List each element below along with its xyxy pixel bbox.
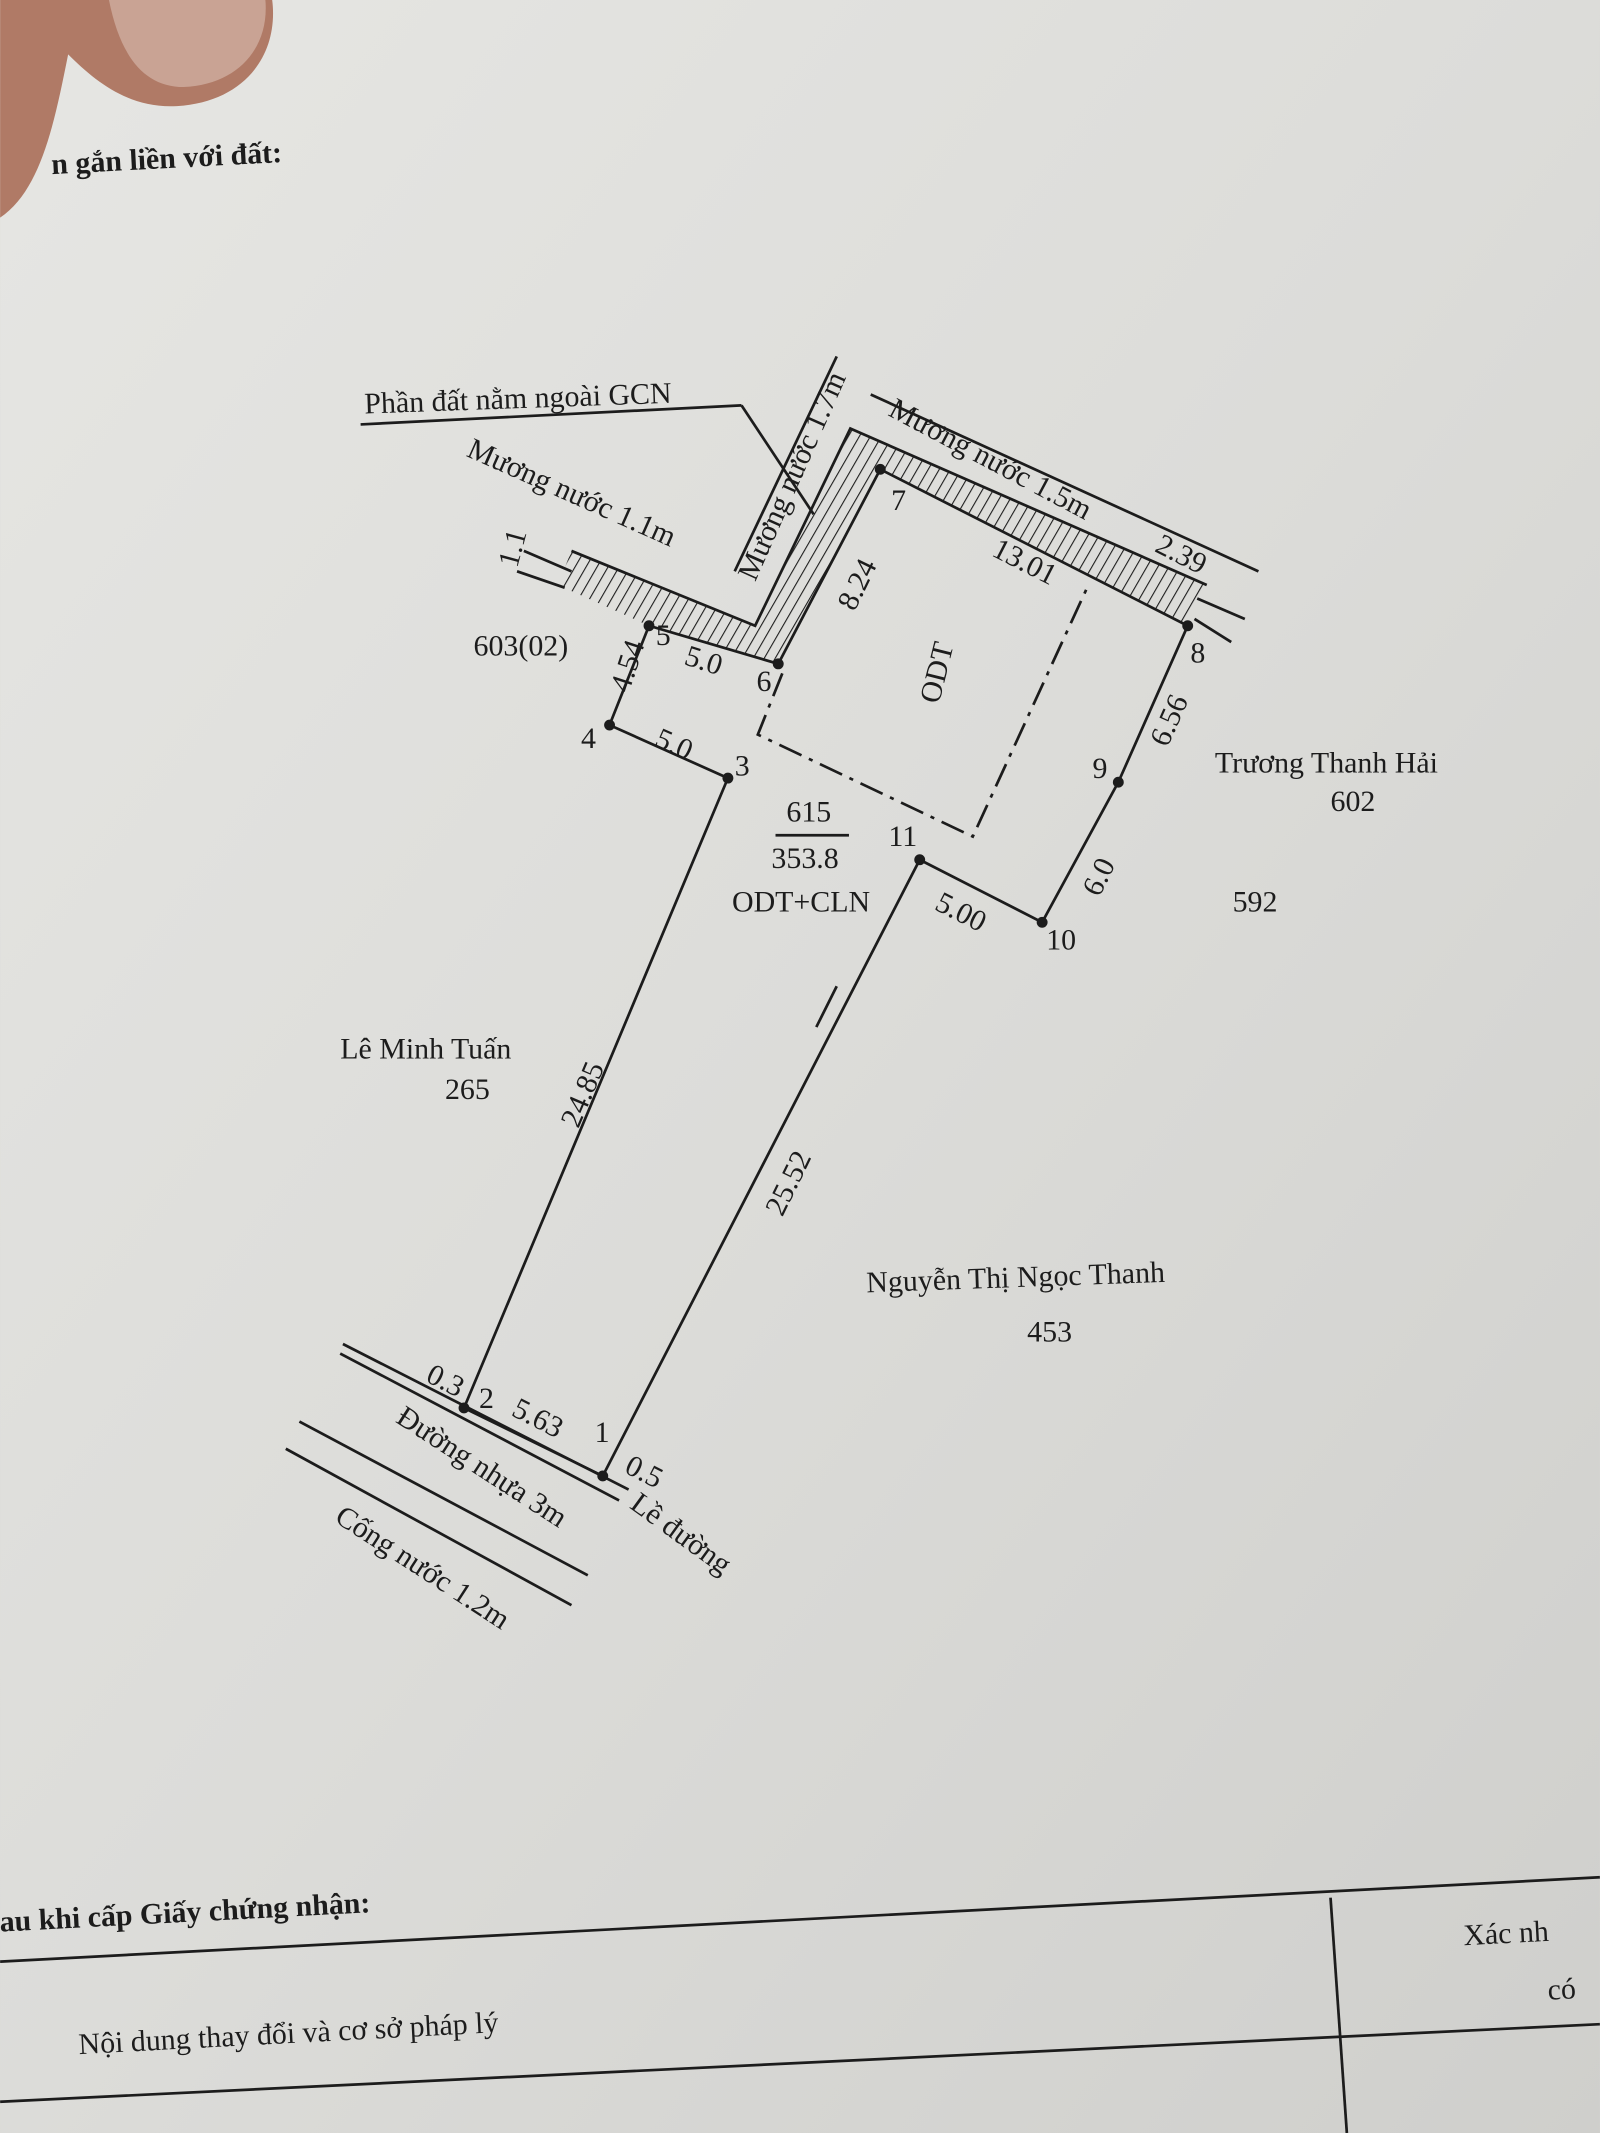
parcel-number: 615: [786, 796, 831, 829]
neighbor-parcel: 603(02): [474, 630, 569, 663]
column-header-confirm: Xác nh: [1462, 1915, 1549, 1952]
point-label: 10: [1046, 924, 1076, 957]
road-edge: [342, 1342, 630, 1491]
parcel-land-use: ODT+CLN: [732, 885, 870, 918]
ditch-middle-hatch: [755, 428, 881, 664]
road-edge: [339, 1352, 620, 1502]
table-border-header: [0, 2022, 1600, 2104]
ditch-left-tick: [516, 570, 566, 589]
point-label: 4: [581, 722, 596, 755]
table-border-top: [0, 1875, 1600, 1963]
neighbor-name: Lê Minh Tuấn: [340, 1032, 511, 1065]
parcel-area: 353.8: [771, 842, 838, 875]
house-zone-boundary: [756, 584, 1090, 839]
culvert-edge: [285, 1447, 573, 1607]
point-label: 3: [735, 749, 750, 782]
ditch-top-hatch: [850, 428, 1207, 626]
parcel-boundary: [462, 467, 1190, 1478]
neighbor-parcel: 592: [1233, 885, 1278, 918]
ditch-top-outer-line: [870, 393, 1259, 573]
table-column-divider: [1329, 1897, 1349, 2133]
outside-gcn-leader: [360, 404, 742, 426]
neighbor-parcel: 453: [1027, 1315, 1072, 1348]
point-label: 11: [888, 820, 917, 853]
fingernail: [108, 0, 266, 88]
ditch-outer-edge: [570, 426, 1208, 628]
point-label: 9: [1092, 752, 1107, 785]
ditch-middle-outer-line: [733, 355, 838, 572]
point-label: 5: [656, 619, 671, 652]
point-label: 1: [595, 1416, 610, 1449]
neighbor-name: Trương Thanh Hải: [1215, 747, 1438, 780]
point-label: 8: [1190, 636, 1205, 669]
neighbor-parcel: 602: [1331, 785, 1376, 818]
neighbor-parcel: 265: [445, 1073, 490, 1106]
ditch-top-tick: [1196, 597, 1246, 621]
vertex-dots: [458, 463, 1194, 1482]
road-edge: [298, 1420, 589, 1577]
ditch-left-hatch: [557, 550, 779, 664]
outside-gcn-pointer: [740, 404, 815, 515]
ditch-top-tick: [1193, 617, 1232, 644]
point-label: 2: [479, 1382, 494, 1415]
point-label: 6: [756, 665, 771, 698]
point-label: 7: [891, 484, 906, 517]
ditch-left-tick: [523, 549, 573, 573]
boundary-marker: [815, 985, 838, 1028]
column-header-confirm-line2: có: [1547, 1972, 1577, 2006]
